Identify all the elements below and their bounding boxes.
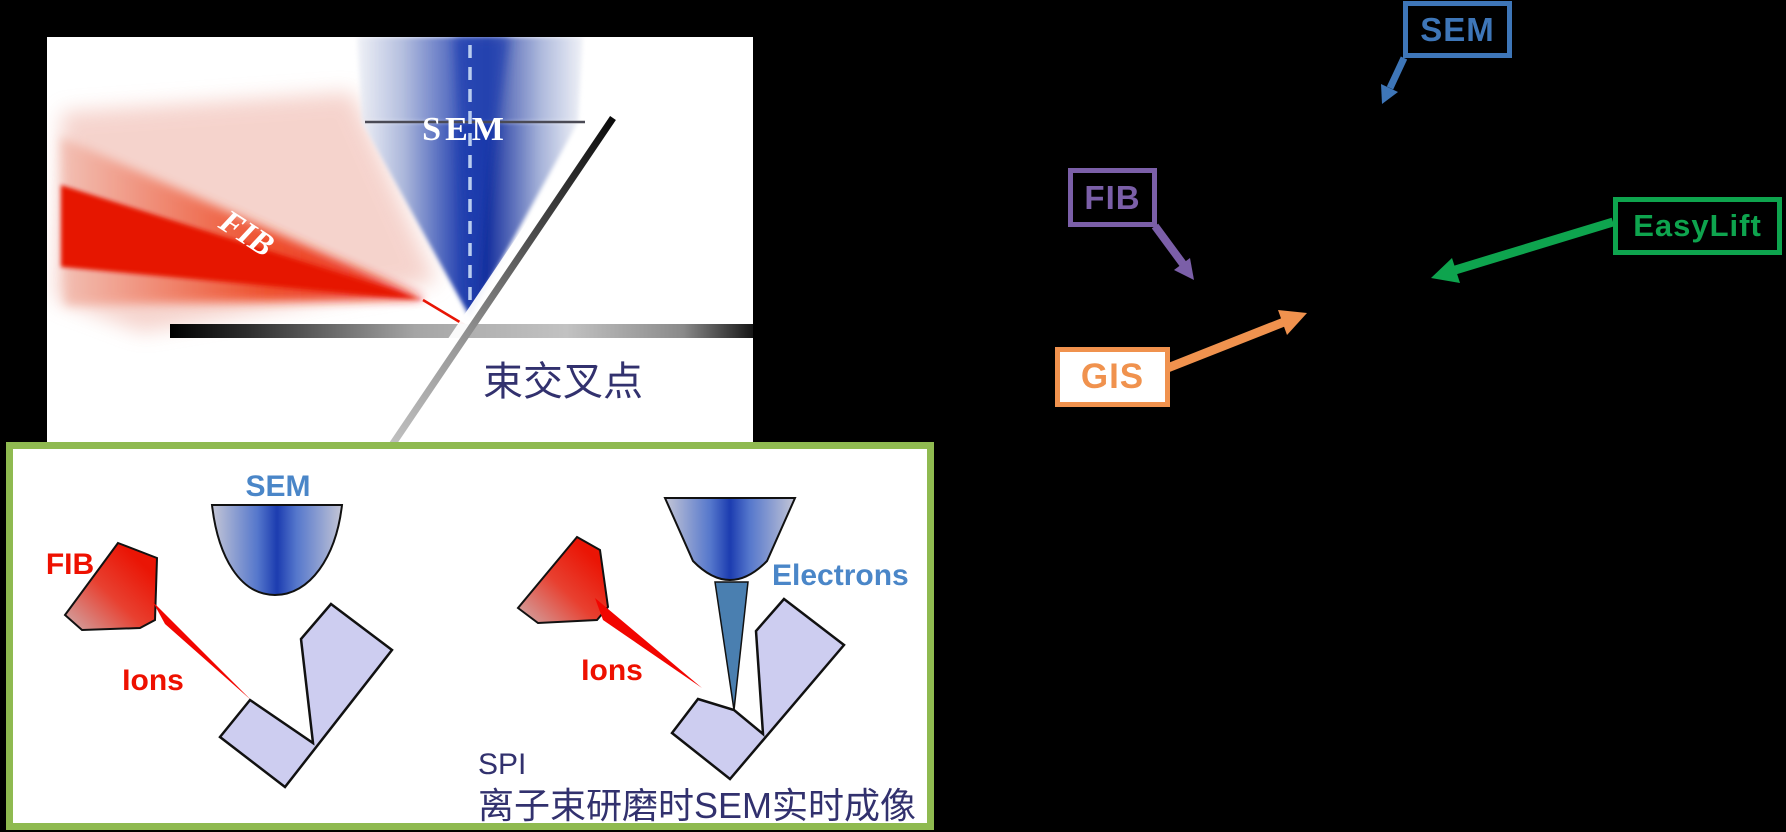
- easylift-arrow: [1431, 217, 1615, 283]
- spi-left-diagram: SEM FIB Ions: [46, 470, 394, 789]
- spi-right-diagram: Ions Electrons: [516, 497, 909, 781]
- sem-objective-icon: [210, 504, 344, 597]
- sem-callout-label: SEM: [1420, 10, 1495, 48]
- gis-callout-box: GIS: [1055, 347, 1170, 407]
- spi-drawing: SEM FIB Ions Ions Electrons SPI 离子束研磨时SE…: [46, 470, 916, 823]
- sem-objective-icon: [663, 497, 797, 581]
- ion-beam: [595, 598, 702, 688]
- fib-beam-cone: [55, 92, 474, 332]
- fib-callout-box: FIB: [1068, 168, 1157, 227]
- sem-beam-cone: [357, 37, 585, 317]
- gis-callout-label: GIS: [1080, 357, 1145, 396]
- beam-crossover-caption: 束交叉点: [483, 359, 643, 404]
- fib-source-icon: [516, 535, 610, 625]
- fib-arrow: [1151, 223, 1194, 280]
- sem-callout-box: SEM: [1403, 1, 1512, 58]
- spi-left-fib-label: FIB: [46, 548, 94, 581]
- spi-left-sem-label: SEM: [245, 470, 310, 503]
- spi-right-ions-label: Ions: [581, 654, 643, 687]
- ion-beam: [153, 602, 251, 700]
- beam-crossover-drawing: SEM FIB 束交叉点: [55, 37, 753, 447]
- spi-panel: SEM FIB Ions Ions Electrons SPI 离子束研磨时SE…: [6, 442, 934, 830]
- sample-block: [670, 597, 846, 781]
- spi-caption-title: SPI: [478, 748, 526, 781]
- sem-beam-label: SEM: [422, 111, 508, 148]
- tilted-holder-line: [380, 112, 616, 447]
- easylift-callout-label: EasyLift: [1633, 208, 1762, 243]
- sample-block: [218, 602, 394, 789]
- spi-left-ions-label: Ions: [122, 664, 184, 697]
- spi-right-electrons-label: Electrons: [772, 559, 909, 592]
- fib-callout-label: FIB: [1084, 178, 1141, 216]
- gis-arrow: [1158, 310, 1307, 376]
- fib-source-icon: [63, 541, 159, 632]
- easylift-callout-box: EasyLift: [1613, 197, 1782, 255]
- electron-beam: [714, 581, 749, 711]
- beam-crossover-figure: SEM FIB 束交叉点: [47, 37, 753, 447]
- spi-caption-text: 离子束研磨时SEM实时成像: [478, 785, 916, 823]
- sem-arrow: [1381, 56, 1408, 104]
